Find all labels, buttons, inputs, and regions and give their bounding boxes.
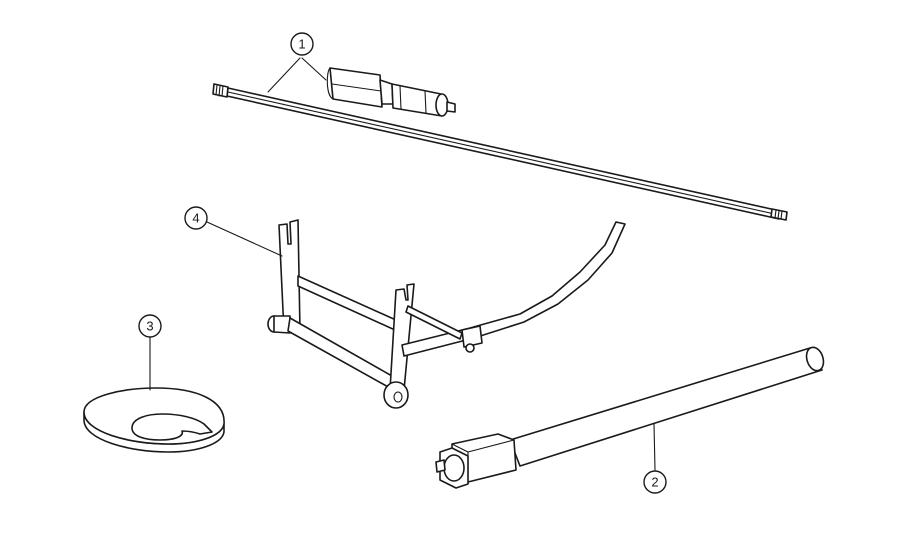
- part-2-tube-wrench: [435, 346, 825, 489]
- part-4-arm: [401, 221, 626, 357]
- part-4-clamp: [461, 325, 483, 348]
- part-4-right-post: [389, 283, 415, 391]
- callout-1: 1: [267, 32, 327, 93]
- part-3-open-washer: [83, 387, 225, 453]
- callout-3: 3: [138, 314, 162, 391]
- callout-4-label: 4: [192, 211, 199, 226]
- part-4-holding-fixture: [267, 219, 626, 409]
- part-4-right-foot: [383, 381, 409, 409]
- part-4-upper-bar: [297, 275, 397, 331]
- part-1-sleeve-barrel: [391, 83, 443, 117]
- callout-4: 4: [184, 206, 283, 257]
- part-1-rod-tool: [212, 67, 788, 221]
- part-2-tube: [509, 347, 823, 467]
- part-4-lower-bar: [287, 317, 393, 389]
- part-2-tube-end: [805, 346, 825, 372]
- part-3-washer-hole: [131, 413, 213, 441]
- callout-2-label: 2: [651, 475, 658, 490]
- callout-1-label: 1: [298, 37, 305, 52]
- callout-2: 2: [643, 423, 667, 494]
- callout-3-label: 3: [146, 319, 153, 334]
